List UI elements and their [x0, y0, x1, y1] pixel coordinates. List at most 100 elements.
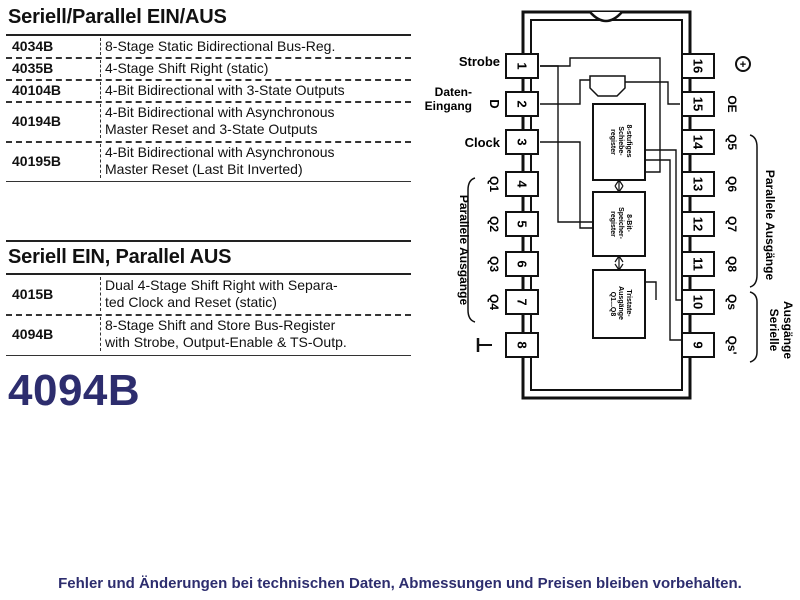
divider: [6, 181, 411, 182]
description-line: Master Reset (Last Bit Inverted): [105, 161, 303, 177]
part-code: 4034B: [12, 38, 54, 54]
pin-3: 3: [505, 129, 539, 155]
part-code: 40195B: [12, 153, 62, 169]
pin-number: 13: [691, 177, 706, 191]
part-description: 4-Stage Shift Right (static): [100, 59, 411, 77]
data-input-label-1: Daten-: [435, 85, 472, 99]
description-line: 4-Bit Bidirectional with Asynchronous: [105, 144, 335, 160]
pin-2: 2: [505, 91, 539, 117]
disclaimer-footer: Fehler und Änderungen bei technischen Da…: [58, 575, 742, 592]
block-arrow: [614, 178, 624, 194]
pin-1: 1: [505, 53, 539, 79]
block-label: Tristate- Ausgänge Q1...Q8: [609, 286, 632, 322]
pin-10: 10 Qs: [681, 289, 739, 315]
tristate-output-block: Tristate- Ausgänge Q1...Q8: [592, 269, 646, 339]
divider: [6, 273, 411, 275]
pin-number: 15: [691, 97, 706, 111]
pin-number: 11: [691, 257, 706, 271]
part-number-heading: 4094B: [8, 366, 141, 415]
part-code: 4035B: [12, 60, 54, 76]
section-title-serial-in-parallel-out: Seriell EIN, Parallel AUS: [8, 246, 232, 268]
pin-15: 15 OE: [681, 91, 739, 117]
pin-signal-label: Qs': [725, 336, 739, 355]
description-line: with Strobe, Output-Enable & TS-Outp.: [105, 334, 347, 350]
block-label: 8-Bit- Speicher- register: [609, 207, 632, 241]
description-line: 8-Stage Shift and Store Bus-Register: [105, 317, 336, 333]
pin-signal-label: Q1: [487, 176, 501, 192]
pin-signal-label: Q6: [725, 176, 739, 192]
pin-d-label: D: [487, 99, 502, 108]
pin-4: 4 Q1: [487, 171, 539, 197]
table-row: 40104B 4-Bit Bidirectional with 3-State …: [6, 81, 411, 99]
pin-signal-label: OE: [725, 95, 739, 112]
ic-notch: [589, 11, 623, 23]
part-description: 4-Bit Bidirectional with 3-State Outputs: [100, 81, 411, 99]
divider: [6, 101, 411, 103]
left-parallel-outputs-label: Parallele Ausgänge: [457, 195, 471, 306]
strobe-label: Strobe: [459, 54, 500, 69]
pin-signal-label: Q7: [725, 216, 739, 232]
description-line: Dual 4-Stage Shift Right with Separa-: [105, 277, 338, 293]
pin-number: 4: [515, 180, 530, 188]
clock-label: Clock: [465, 135, 501, 150]
pin-number: 7: [515, 298, 530, 305]
ground-symbol: [476, 338, 492, 352]
part-code: 4015B: [12, 286, 54, 302]
pin-signal-label: Q8: [725, 256, 739, 272]
pin-signal-label: Q2: [487, 216, 501, 232]
right-parallel-outputs-label: Parallele Ausgänge: [763, 170, 777, 281]
pin-16: 16: [681, 53, 715, 79]
pin-11: 11 Q8: [681, 251, 739, 277]
description-line: ted Clock and Reset (static): [105, 294, 277, 310]
right-group-bracket: [749, 134, 758, 288]
block-label: 8-stufiges Schiebe- register: [609, 124, 632, 159]
divider: [6, 79, 411, 81]
table-row: 4035B 4-Stage Shift Right (static): [6, 59, 411, 77]
pin-number: 3: [515, 138, 530, 145]
description-line: Master Reset and 3-State Outputs: [105, 121, 318, 137]
block-arrow: [614, 254, 624, 272]
pin-number: 14: [691, 135, 706, 150]
serial-outputs-label-2: Ausgänge: [781, 301, 795, 359]
pin-5: 5Q2: [487, 211, 539, 237]
part-description: 8-Stage Static Bidirectional Bus-Reg.: [100, 37, 411, 55]
description-line: 4-Bit Bidirectional with Asynchronous: [105, 104, 335, 120]
part-description: 4-Bit Bidirectional with Asynchronous Ma…: [100, 104, 411, 138]
pin-signal-label: Q3: [487, 256, 501, 272]
part-code: 40104B: [12, 82, 62, 98]
pin-8: 8: [505, 332, 539, 358]
serial-group-bracket: [749, 291, 758, 363]
internal-wiring: [540, 57, 682, 341]
divider: [6, 240, 411, 242]
table-row: 40194B 4-Bit Bidirectional with Asynchro…: [6, 103, 411, 139]
table-row: 4015B Dual 4-Stage Shift Right with Sepa…: [6, 276, 411, 312]
pin-number: 10: [691, 295, 706, 309]
part-description: 8-Stage Shift and Store Bus-Register wit…: [100, 317, 411, 351]
pin-7: 7 Q4: [487, 289, 539, 315]
left-group-bracket: [467, 177, 476, 323]
divider: [6, 141, 411, 143]
vcc-plus: +: [740, 59, 746, 71]
serial-outputs-label-1: Serielle: [767, 309, 781, 352]
pin-13: 13 Q6: [681, 171, 739, 197]
table-row: 4094B 8-Stage Shift and Store Bus-Regist…: [6, 316, 411, 352]
divider: [6, 314, 411, 316]
pin-number: 8: [515, 341, 530, 348]
left-pin-group: 1 2 3 4 Q1 5Q2 6Q3 7 Q4 8: [487, 53, 539, 358]
storage-register-block: 8-Bit- Speicher- register: [592, 191, 646, 257]
vcc-symbol: [735, 56, 751, 72]
part-code: 4094B: [12, 326, 54, 342]
pin-6: 6Q3: [487, 251, 539, 277]
table-row: 40195B 4-Bit Bidirectional with Asynchro…: [6, 143, 411, 179]
part-description: 4-Bit Bidirectional with Asynchronous Ma…: [100, 144, 411, 178]
divider: [6, 34, 411, 36]
part-code: 40194B: [12, 113, 62, 129]
pin-signal-label: Qs: [725, 294, 739, 310]
pin-signal-label: Q5: [725, 134, 739, 150]
pin-14: 14 Q5: [681, 129, 739, 155]
divider: [6, 57, 411, 59]
pin-signal-label: Q4: [487, 294, 501, 310]
